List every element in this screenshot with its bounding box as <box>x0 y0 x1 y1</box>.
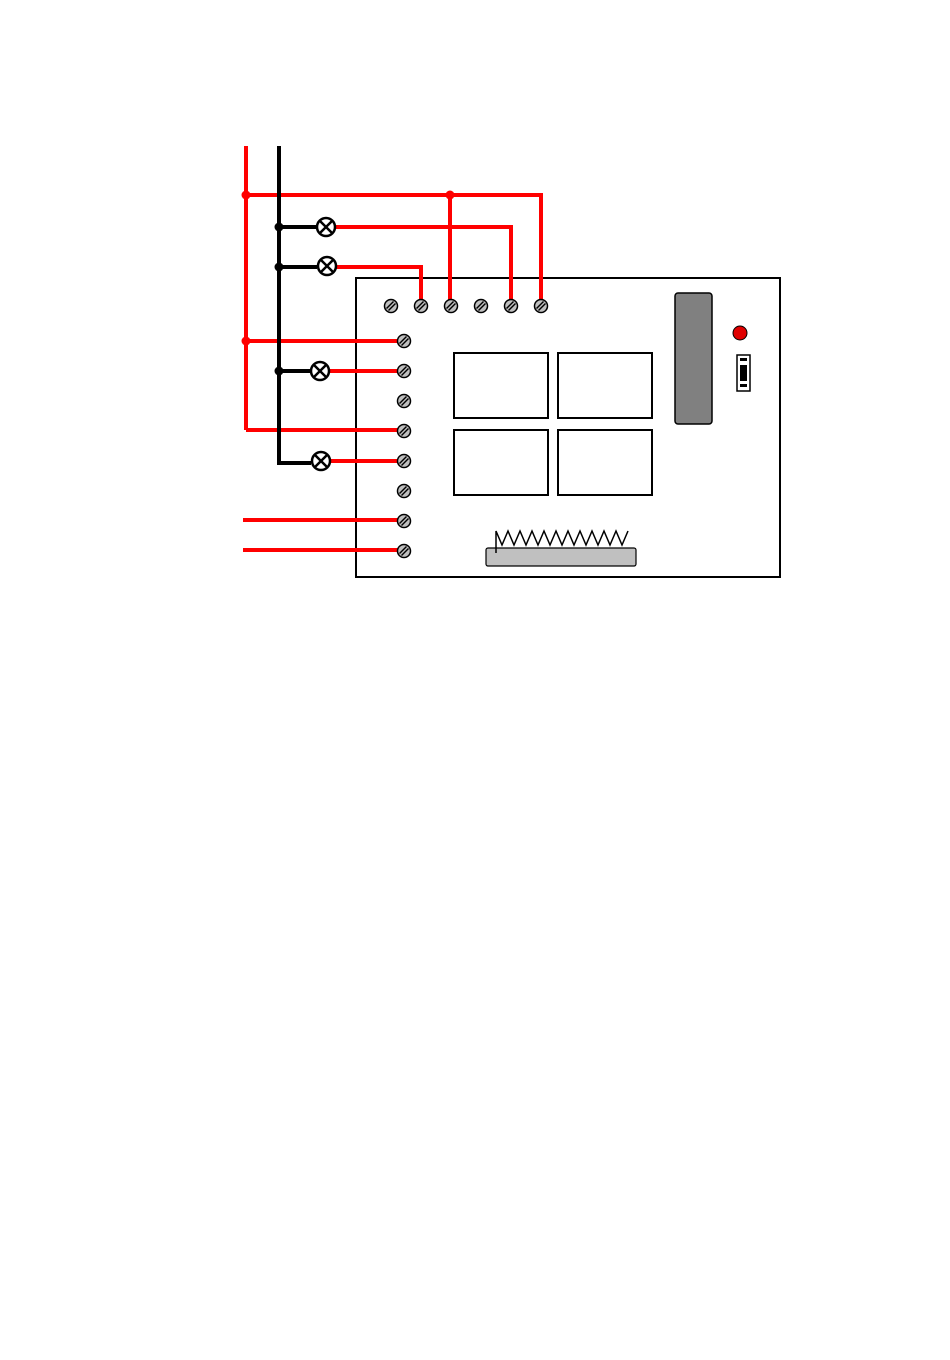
junction-dot <box>275 263 284 272</box>
top-terminal-1 <box>385 300 398 313</box>
relay-1 <box>454 353 548 418</box>
relay-3 <box>454 430 548 495</box>
junction-dot <box>242 191 251 200</box>
side-terminal-1 <box>398 335 411 348</box>
relay-4 <box>558 430 652 495</box>
junction-dot <box>275 367 284 376</box>
lamp-1-icon <box>317 218 335 236</box>
top-terminal-2 <box>415 300 428 313</box>
dip-switch <box>737 355 750 391</box>
top-terminal-6 <box>535 300 548 313</box>
side-terminal-6 <box>398 485 411 498</box>
side-terminal-5 <box>398 455 411 468</box>
top-terminal-4 <box>475 300 488 313</box>
lamp-2-icon <box>318 257 336 275</box>
relay-2 <box>558 353 652 418</box>
radio-module <box>675 293 712 424</box>
side-terminal-7 <box>398 515 411 528</box>
side-terminal-2 <box>398 365 411 378</box>
top-terminal-3 <box>445 300 458 313</box>
lamp-3-icon <box>311 362 329 380</box>
side-terminal-4 <box>398 425 411 438</box>
top-terminal-5 <box>505 300 518 313</box>
junction-dot <box>446 191 455 200</box>
status-led <box>733 326 747 340</box>
junction-dot <box>242 337 251 346</box>
junction-dot <box>275 223 284 232</box>
side-terminal-8 <box>398 545 411 558</box>
lamp-4-icon <box>312 452 330 470</box>
side-terminal-3 <box>398 395 411 408</box>
